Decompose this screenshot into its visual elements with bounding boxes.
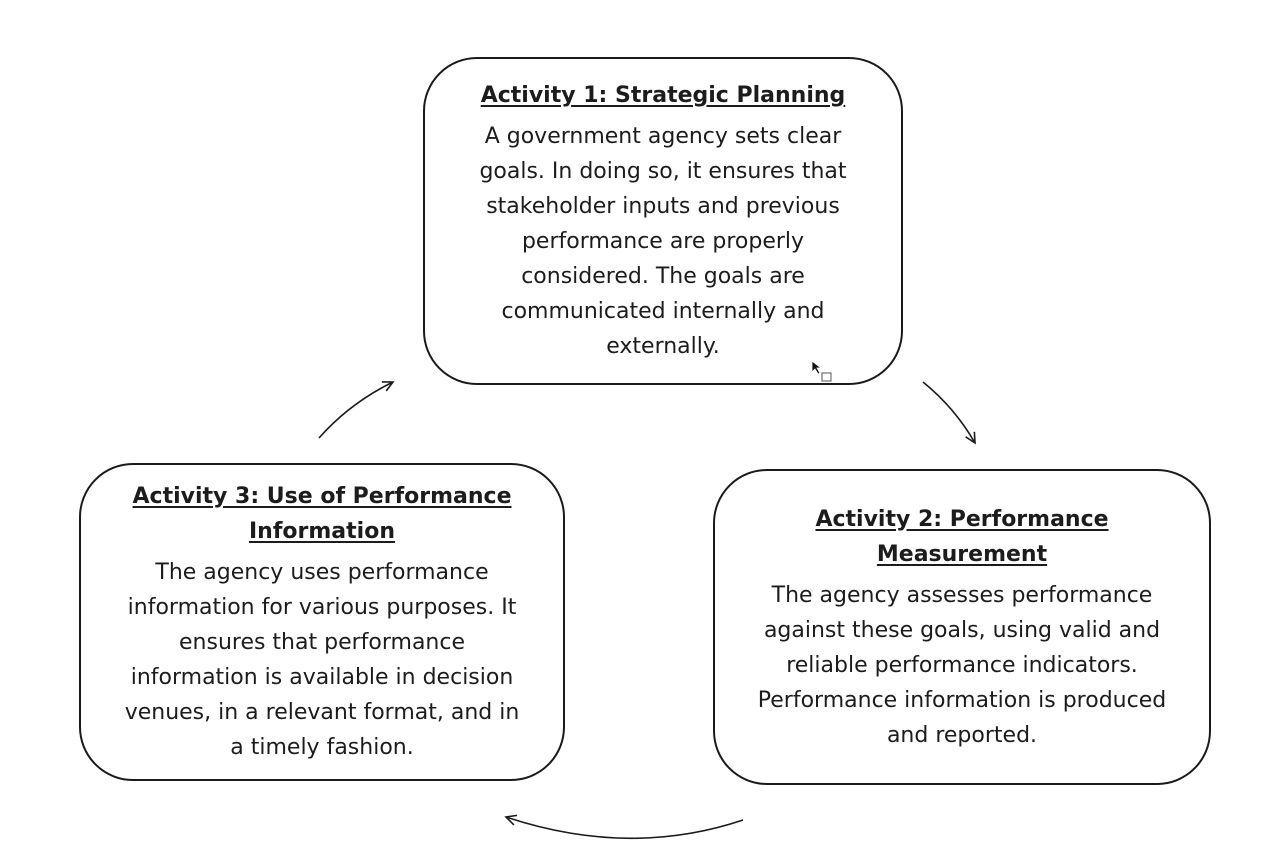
- activity-3-description: The agency uses performance information …: [124, 560, 520, 760]
- arrow-activity3-to-activity1: [318, 381, 395, 439]
- activity-2-description: The agency assesses performance against …: [757, 582, 1167, 748]
- activity-3-box: Activity 3: Use of Performance Informati…: [79, 463, 565, 781]
- activity-1-box: Activity 1: Strategic Planning A governm…: [423, 57, 903, 385]
- arrow-activity2-to-activity3: [504, 814, 744, 840]
- activity-1-title: Activity 1: Strategic Planning: [480, 83, 846, 108]
- activity-3-title: Activity 3: Use of Performance Informati…: [132, 484, 512, 544]
- activity-2-title: Activity 2: Performance Measurement: [815, 506, 1109, 567]
- mouse-cursor-icon: [811, 360, 832, 382]
- arrow-activity1-to-activity2: [922, 381, 976, 445]
- activity-2-box: Activity 2: Performance Measurement The …: [713, 469, 1211, 785]
- activity-1-description: A government agency sets clear goals. In…: [479, 124, 847, 359]
